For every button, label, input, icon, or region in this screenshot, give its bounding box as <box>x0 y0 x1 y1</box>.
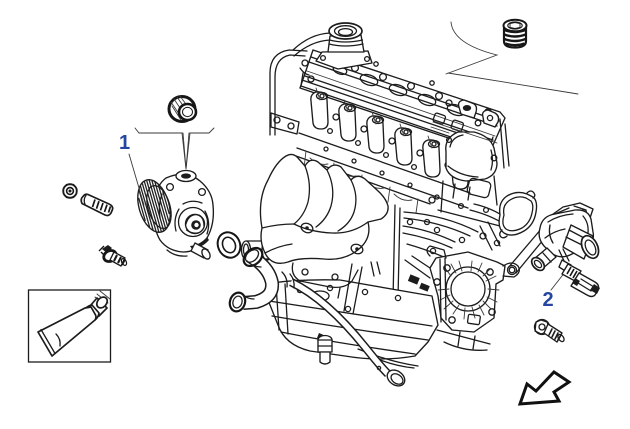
svg-text:1: 1 <box>119 132 130 154</box>
svg-text:2: 2 <box>543 289 554 311</box>
